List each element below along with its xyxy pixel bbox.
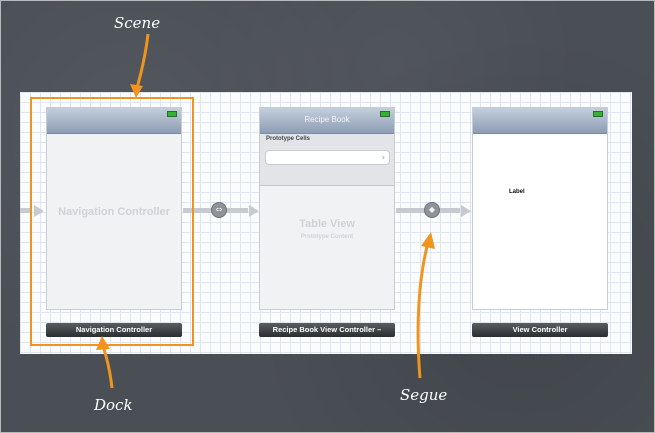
prototype-cell[interactable]: › (265, 150, 390, 165)
battery-icon (380, 111, 390, 117)
segue-arrow-line (416, 242, 430, 379)
dock-arrow-line (101, 345, 114, 389)
push-segue-icon[interactable]: ◆ (424, 202, 440, 218)
recipe-book-navigation-bar: Recipe Book (260, 108, 394, 134)
segue-annotation: Segue (400, 386, 448, 404)
scene-highlight-box (30, 97, 194, 346)
view-controller-label[interactable]: Label (509, 189, 525, 195)
recipe-book-dock[interactable]: Recipe Book View Controller – (259, 323, 395, 337)
prototype-cells-title: Prototype Cells (266, 136, 311, 142)
dock-annotation: Dock (94, 396, 133, 414)
navigation-controller-scene[interactable]: Navigation Controller (46, 107, 182, 310)
entry-arrowhead (34, 205, 44, 217)
scene-arrowhead (130, 84, 143, 98)
navigation-controller-label: Navigation Controller (58, 206, 170, 218)
view-controller-navigation-bar (473, 108, 607, 134)
battery-icon (593, 111, 603, 117)
storyboard-canvas[interactable]: Navigation Controller Navigation Control… (20, 92, 632, 354)
relationship-segue-icon[interactable]: ⇔ (211, 202, 227, 218)
segue-arrowhead (421, 232, 435, 249)
navigation-controller-body (47, 134, 181, 309)
view-controller-scene[interactable]: Label (472, 107, 608, 310)
scene-annotation: Scene (114, 14, 161, 32)
push-segue-arrowhead (461, 205, 471, 217)
navigation-bar (47, 108, 181, 134)
table-view-label: Table View (299, 218, 355, 230)
chevron-right-icon: › (381, 153, 385, 162)
recipe-book-scene[interactable]: Recipe Book Prototype Cells › Table View… (259, 107, 395, 310)
entry-arrow-line (20, 208, 32, 213)
table-view-sublabel: Prototype Content (300, 234, 354, 240)
scene-arrow-line (135, 33, 150, 89)
relationship-segue-arrowhead (249, 205, 259, 217)
view-controller-dock[interactable]: View Controller (472, 323, 608, 337)
navigation-controller-dock[interactable]: Navigation Controller (46, 323, 182, 337)
battery-icon (167, 111, 177, 117)
dock-arrowhead (96, 336, 110, 350)
